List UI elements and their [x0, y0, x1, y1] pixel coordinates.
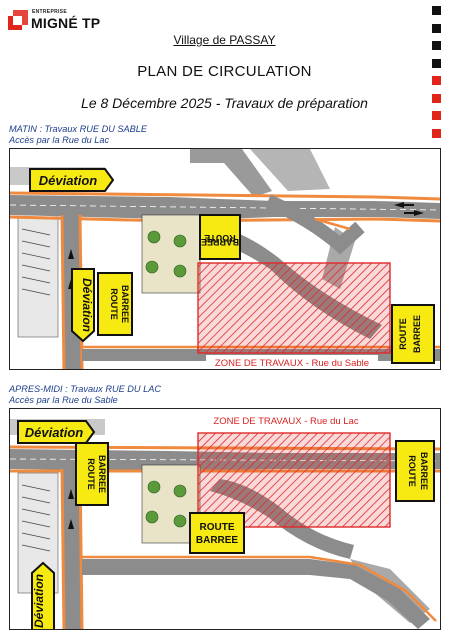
- company-logo-icon: [8, 10, 28, 30]
- svg-text:BARREE: BARREE: [412, 315, 422, 353]
- date-line: Le 8 Décembre 2025 - Travaux de préparat…: [81, 95, 368, 111]
- deviation-vertical-sign: Déviation: [31, 561, 55, 629]
- decor-square: [432, 41, 441, 50]
- section-access: Accès par la Rue du Lac: [9, 135, 110, 145]
- svg-text:ROUTE: ROUTE: [109, 288, 119, 320]
- decor-squares: [432, 6, 444, 146]
- deviation-vertical-sign: Déviation: [71, 268, 95, 343]
- decor-square: [432, 6, 441, 15]
- road-vertical: [62, 469, 82, 629]
- building: [190, 149, 272, 197]
- route-barree-sign: ROUTE BARREE: [75, 442, 109, 506]
- route-barree-sign: ROUTE BARREE: [189, 512, 245, 554]
- road-main: [10, 195, 440, 219]
- square-area: [141, 214, 201, 294]
- section-access: Accès par la Rue du Sable: [9, 395, 118, 405]
- svg-text:Déviation: Déviation: [80, 278, 94, 332]
- section-morning-label: MATIN : Travaux RUE DU SABLE Accès par l…: [9, 124, 147, 146]
- road-lower: [82, 559, 430, 629]
- decor-square: [432, 111, 441, 120]
- section-afternoon-label: APRES-MIDI : Travaux RUE DU LAC Accès pa…: [9, 384, 161, 406]
- company-subtitle: ENTREPRISE: [32, 9, 67, 15]
- route-barree-sign: ROUTE BARREE: [395, 440, 435, 502]
- decor-square: [432, 58, 441, 68]
- route-barree-sign: ROUTE BARREE: [97, 272, 133, 336]
- decor-square: [432, 128, 441, 138]
- svg-text:Déviation: Déviation: [39, 173, 98, 188]
- decor-square: [432, 23, 441, 33]
- plan-title: PLAN DE CIRCULATION: [137, 63, 312, 80]
- svg-text:ROUTE: ROUTE: [86, 458, 96, 490]
- deviation-sign: Déviation: [17, 420, 96, 444]
- route-barree-sign: ROUTE BARREE: [391, 304, 435, 364]
- svg-text:BARREE: BARREE: [196, 535, 239, 546]
- work-zone: [197, 432, 391, 528]
- work-zone-label: ZONE DE TRAVAUX - Rue du Sable: [215, 358, 369, 369]
- company-logo: ENTREPRISE MIGNÉ TP: [8, 8, 128, 32]
- svg-text:BARREE: BARREE: [97, 455, 107, 493]
- svg-text:ROUTE: ROUTE: [204, 233, 236, 243]
- svg-text:Déviation: Déviation: [25, 425, 84, 440]
- svg-text:BARREE: BARREE: [120, 285, 130, 323]
- work-zone: [197, 262, 391, 354]
- parking-area: [17, 216, 59, 338]
- plan-map-afternoon: ZONE DE TRAVAUX - Rue du Lac Déviation D…: [9, 408, 441, 630]
- deviation-sign: Déviation: [29, 168, 115, 192]
- decor-square: [432, 76, 441, 85]
- section-period: MATIN : Travaux RUE DU SABLE: [9, 124, 148, 134]
- svg-text:ROUTE: ROUTE: [407, 455, 417, 487]
- section-period: APRES-MIDI : Travaux RUE DU LAC: [9, 384, 161, 394]
- work-zone-label: ZONE DE TRAVAUX - Rue du Lac: [213, 416, 358, 427]
- svg-text:Déviation: Déviation: [32, 574, 46, 628]
- plan-map-morning: ZONE DE TRAVAUX - Rue du Sable Déviation…: [9, 148, 441, 370]
- svg-text:BARREE: BARREE: [419, 452, 429, 490]
- company-name: MIGNÉ TP: [31, 15, 101, 31]
- decor-square: [432, 93, 441, 103]
- svg-text:BARREE: BARREE: [201, 237, 239, 247]
- svg-text:ROUTE: ROUTE: [200, 522, 235, 533]
- svg-text:ROUTE: ROUTE: [398, 318, 408, 350]
- village-title: Village de PASSAY: [173, 33, 276, 47]
- building: [250, 149, 330, 191]
- route-barree-sign: ROUTE BARREE: [199, 214, 241, 260]
